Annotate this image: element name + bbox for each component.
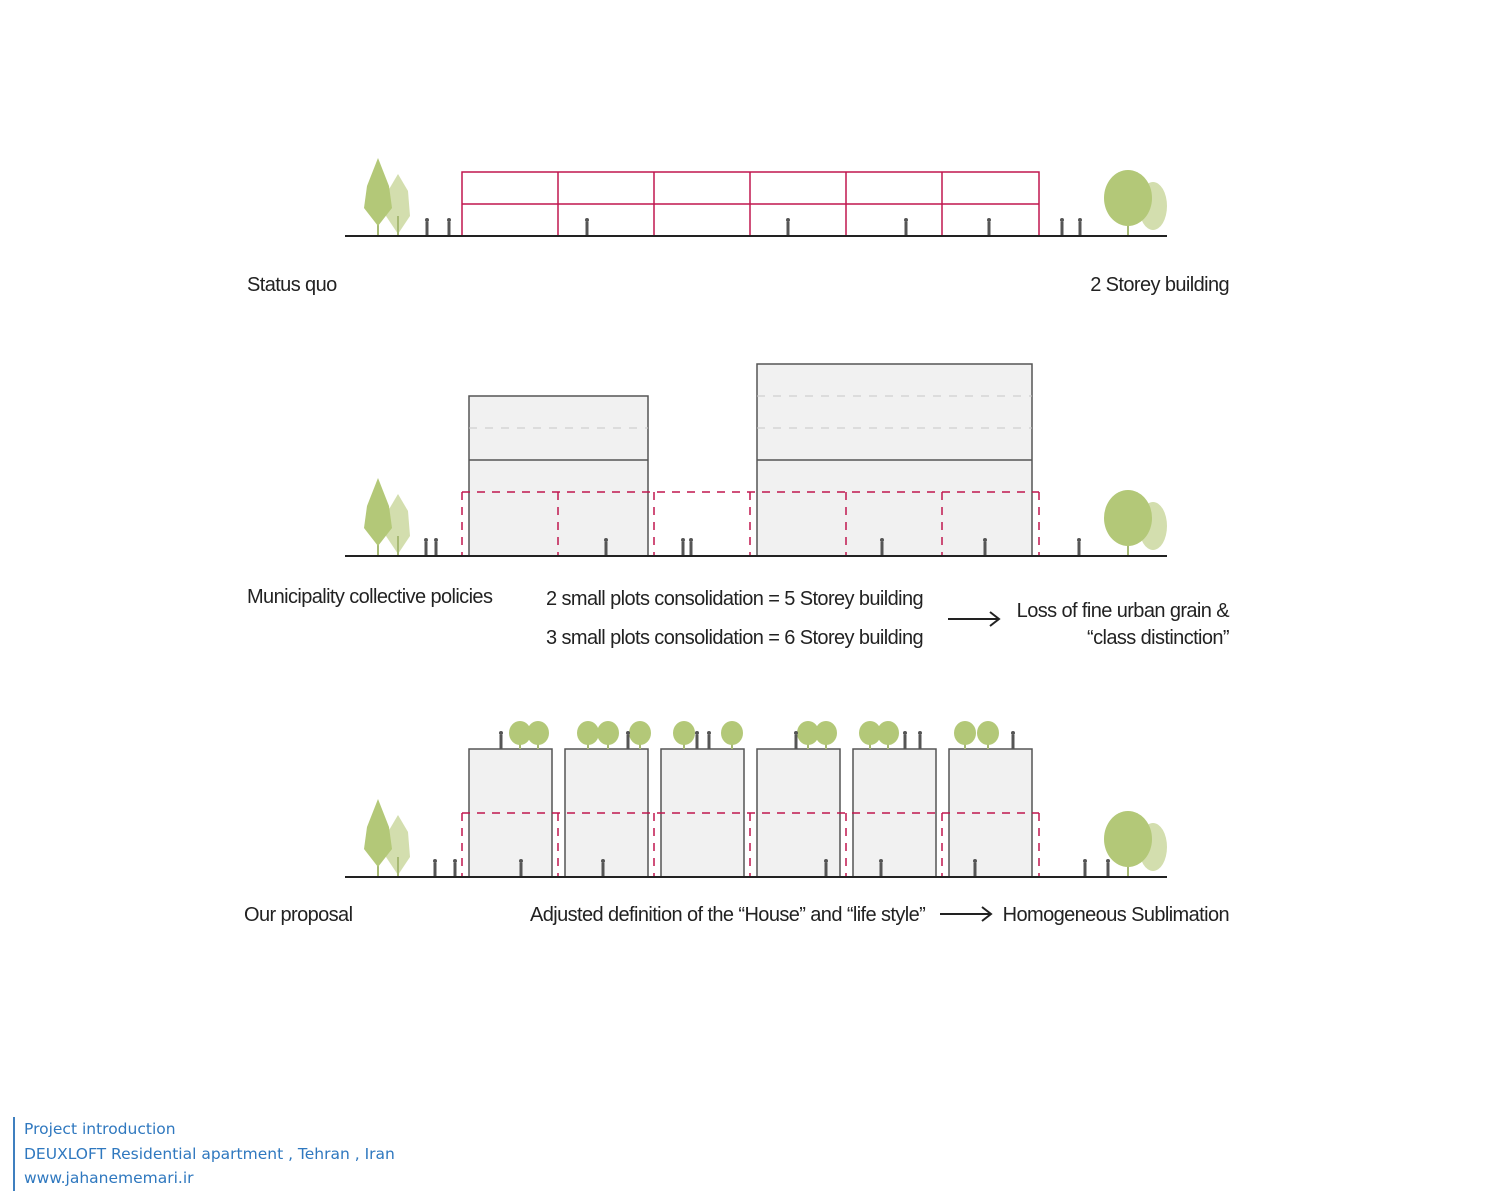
row-label-our-proposal: Our proposal [244, 904, 353, 926]
five-storey-building [468, 395, 649, 557]
row-label-municipality: Municipality collective policies [247, 586, 493, 608]
tree-icon [363, 477, 411, 557]
plot-dividers [557, 172, 943, 236]
rooftop-trees [508, 720, 1000, 750]
result-line-1: Loss of fine urban grain & [1017, 600, 1231, 622]
footer-caption: Project introduction DEUXLOFT Residentia… [13, 1117, 395, 1191]
proposal-description: Adjusted definition of the “House” and “… [530, 904, 925, 926]
status-quo-section: Status quo 2 Storey building [247, 157, 1230, 296]
proposal-result: Homogeneous Sublimation [1003, 904, 1229, 926]
consolidation-rule-2: 3 small plots consolidation = 6 Storey b… [546, 627, 923, 649]
original-plots-outline [461, 491, 1040, 556]
row-label-status-quo: Status quo [247, 274, 337, 296]
footer-title: Project introduction [24, 1120, 176, 1138]
tree-icon [363, 798, 411, 878]
result-line-2: “class distinction” [1087, 627, 1229, 649]
arrow-right-icon [940, 906, 993, 922]
tree-icon [1103, 810, 1168, 878]
row-result-label: 2 Storey building [1090, 274, 1229, 296]
tree-icon [363, 157, 411, 237]
rooftop-people [499, 731, 1015, 749]
proposal-section: Our proposal Adjusted definition of the … [244, 720, 1230, 926]
tree-icon [1103, 489, 1168, 557]
consolidation-rule-1: 2 small plots consolidation = 5 Storey b… [546, 588, 923, 610]
tree-icon [1103, 169, 1168, 237]
municipality-section: Municipality collective policies 2 small… [247, 363, 1231, 649]
footer-project: DEUXLOFT Residential apartment , Tehran … [24, 1144, 395, 1163]
footer-website: www.jahanememari.ir [24, 1169, 194, 1187]
people-icons [425, 218, 1082, 236]
original-plots-outline [461, 812, 1040, 877]
arrow-right-icon [948, 611, 1001, 627]
